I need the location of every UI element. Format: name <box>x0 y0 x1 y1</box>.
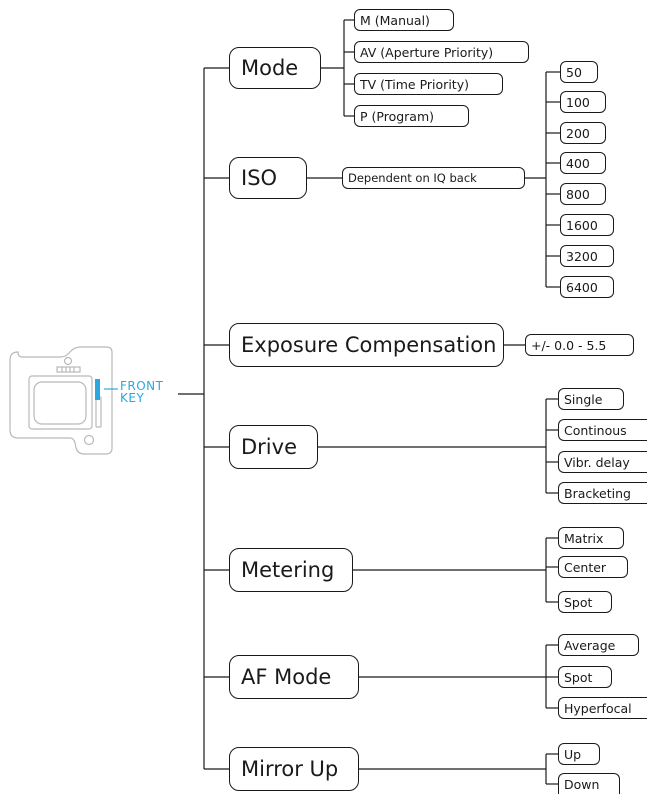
af-option-spot[interactable]: Spot <box>558 666 612 688</box>
screen-frame <box>28 375 93 430</box>
mirror-up-box[interactable]: Mirror Up <box>229 747 359 791</box>
iso-option-200[interactable]: 200 <box>560 122 606 144</box>
screen <box>33 381 87 425</box>
af-option-average[interactable]: Average <box>558 634 639 656</box>
drive-box[interactable]: Drive <box>229 425 318 469</box>
mode-box[interactable]: Mode <box>229 47 321 89</box>
exposure-compensation-box[interactable]: Exposure Compensation <box>229 323 504 367</box>
exposure-range-value[interactable]: +/- 0.0 - 5.5 <box>525 334 634 356</box>
top-dial-icon <box>63 356 73 366</box>
metering-box[interactable]: Metering <box>229 548 353 592</box>
mode-option-manual[interactable]: M (Manual) <box>354 9 454 31</box>
bottom-button-icon <box>83 434 95 446</box>
drive-option-vibr-delay[interactable]: Vibr. delay <box>558 451 647 473</box>
iso-option-800[interactable]: 800 <box>560 183 606 205</box>
iso-box[interactable]: ISO <box>229 157 307 199</box>
front-key-label-line1: FRONT <box>120 379 164 393</box>
drive-option-bracketing[interactable]: Bracketing <box>558 482 647 504</box>
camera-back-illustration <box>9 346 113 455</box>
drive-option-single[interactable]: Single <box>558 388 624 410</box>
iso-option-400[interactable]: 400 <box>560 152 606 174</box>
metering-option-center[interactable]: Center <box>558 556 628 578</box>
iso-option-50[interactable]: 50 <box>560 61 598 83</box>
af-option-hyperfocal[interactable]: Hyperfocal <box>558 697 647 719</box>
iso-option-100[interactable]: 100 <box>560 91 606 113</box>
mode-option-aperture[interactable]: AV (Aperture Priority) <box>354 41 529 63</box>
iso-option-3200[interactable]: 3200 <box>560 245 614 267</box>
device-body-outline <box>9 346 113 455</box>
front-key-highlight <box>95 379 100 400</box>
metering-option-spot[interactable]: Spot <box>558 591 612 613</box>
af-mode-box[interactable]: AF Mode <box>229 655 359 699</box>
iso-option-1600[interactable]: 1600 <box>560 214 614 236</box>
drive-option-continous[interactable]: Continous <box>558 419 647 441</box>
side-slot <box>95 396 102 428</box>
mirror-option-up[interactable]: Up <box>558 743 600 765</box>
iso-option-6400[interactable]: 6400 <box>560 276 614 298</box>
dial-wheel <box>56 366 81 373</box>
front-key-label-line2: KEY <box>120 391 145 405</box>
mirror-option-down[interactable]: Down <box>558 773 620 794</box>
mode-option-program[interactable]: P (Program) <box>354 105 469 127</box>
mode-option-time[interactable]: TV (Time Priority) <box>354 73 503 95</box>
metering-option-matrix[interactable]: Matrix <box>558 527 624 549</box>
iso-dependency-note: Dependent on IQ back <box>342 167 525 189</box>
front-key-label: FRONT KEY <box>120 380 164 404</box>
